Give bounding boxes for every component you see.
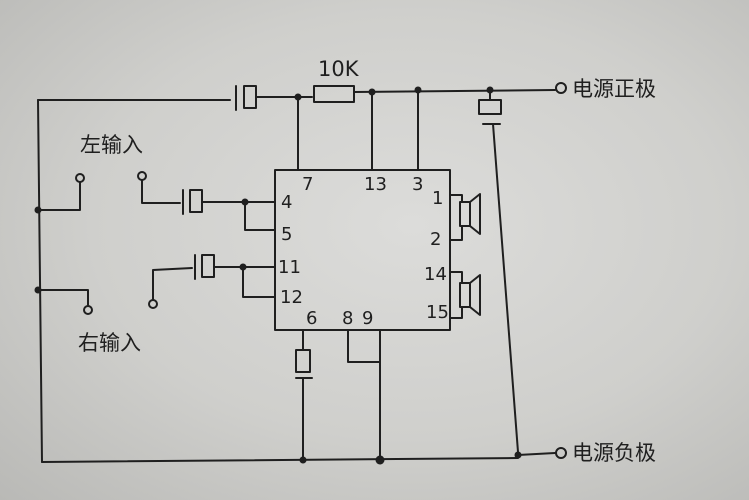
right-input-capacitor xyxy=(194,254,215,280)
pin-12-label: 12 xyxy=(280,287,303,308)
pin11-pin12-link xyxy=(242,266,276,298)
pin-9-label: 9 xyxy=(362,308,373,329)
pin-1-label: 1 xyxy=(432,188,443,209)
pin4-pin5-link xyxy=(244,201,276,231)
power-positive-rail xyxy=(353,89,556,93)
left-input-terminal-b xyxy=(137,171,147,181)
power-positive-label: 电源正极 xyxy=(572,77,656,101)
power-negative-terminal xyxy=(555,447,567,459)
pin-4-label: 4 xyxy=(281,192,292,213)
supply-filter-capacitor xyxy=(478,99,502,125)
pin6-capacitor xyxy=(295,349,313,379)
pin-3-label: 3 xyxy=(412,174,423,195)
left-input-signal-lead xyxy=(141,179,181,204)
bottom-ground-rail xyxy=(41,457,519,463)
power-negative-label: 电源负极 xyxy=(572,441,656,465)
pin-7-label: 7 xyxy=(302,174,313,195)
pin-15-label: 15 xyxy=(426,302,449,323)
pin-8-label: 8 xyxy=(342,308,353,329)
right-input-terminal-a xyxy=(83,305,93,315)
left-input-capacitor xyxy=(182,189,203,215)
pin-13-label: 13 xyxy=(364,174,387,195)
pin-6-label: 6 xyxy=(306,308,317,329)
pin-14-label: 14 xyxy=(424,264,447,285)
pin-5-label: 5 xyxy=(281,224,292,245)
right-input-signal-lead xyxy=(152,267,193,301)
pin-11-label: 11 xyxy=(278,257,301,278)
resistor-label: 10K xyxy=(318,57,360,81)
left-input-terminal-a xyxy=(75,173,85,183)
pin-2-label: 2 xyxy=(430,229,441,250)
speaker-left xyxy=(459,193,481,235)
right-input-terminal-b xyxy=(148,299,158,309)
left-ground-bus xyxy=(37,99,43,463)
left-input-ground-lead xyxy=(37,181,81,211)
power-negative-wire xyxy=(517,452,556,456)
amplifier-ic-body xyxy=(274,169,451,331)
left-input-label: 左输入 xyxy=(80,133,143,157)
supply-cap-ground-wire xyxy=(492,123,519,453)
input-coupling-capacitor-top xyxy=(235,85,257,111)
right-input-label: 右输入 xyxy=(78,331,141,355)
pin8-wire xyxy=(347,329,381,363)
right-input-ground-lead xyxy=(37,289,89,306)
resistor-10k xyxy=(313,85,355,103)
power-positive-terminal xyxy=(555,82,567,94)
speaker-right xyxy=(459,274,481,316)
